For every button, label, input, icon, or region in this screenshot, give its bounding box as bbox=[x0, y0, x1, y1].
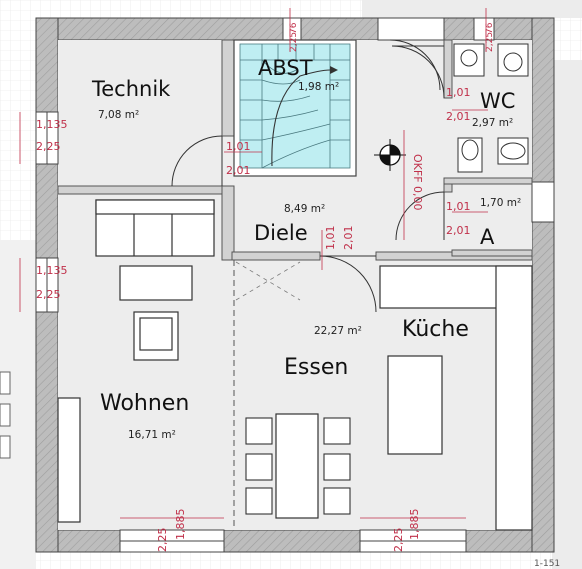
room-name-a: A bbox=[480, 225, 495, 249]
room-name-kueche: Küche bbox=[402, 317, 469, 342]
room-area-wohnen: 16,71 m² bbox=[128, 429, 176, 441]
room-area-wc: 2,97 m² bbox=[472, 117, 513, 129]
dim-door-a-bottom: 2,01 bbox=[446, 224, 471, 237]
dim-window-bottom-2-top: 1,885 bbox=[408, 509, 421, 541]
dining-chairs bbox=[245, 417, 351, 515]
outside-stone-3 bbox=[0, 435, 11, 459]
dimension-lines bbox=[19, 8, 488, 519]
room-area-essen: 22,27 m² bbox=[314, 325, 362, 337]
room-name-technik: Technik bbox=[91, 77, 171, 101]
room-area-abst: 1,98 m² bbox=[298, 81, 339, 93]
room-name-diele: Diele bbox=[254, 221, 308, 245]
coffee-table bbox=[119, 265, 193, 301]
dim-top-2-bottom: 2,25 bbox=[485, 32, 495, 52]
sofa bbox=[95, 199, 215, 257]
dim-window-bottom-1-bottom: 2,25 bbox=[156, 528, 169, 553]
room-name-wc: WC bbox=[480, 89, 515, 113]
dim-top-1-top: 76 bbox=[289, 22, 299, 34]
dim-window-left-1-bottom: 2,25 bbox=[36, 140, 61, 153]
dim-door-a-top: 1,01 bbox=[446, 200, 471, 213]
dim-door-wc-top: 1,01 bbox=[446, 86, 471, 99]
dim-window-bottom-2-bottom: 2,25 bbox=[392, 528, 405, 553]
dim-window-left-2-bottom: 2,25 bbox=[36, 288, 61, 301]
dim-window-left-2-top: 1,135 bbox=[36, 264, 68, 277]
room-area-technik: 7,08 m² bbox=[98, 109, 139, 121]
door-swings bbox=[171, 39, 445, 313]
entrance-opening bbox=[377, 17, 445, 41]
dim-window-left-1-top: 1,135 bbox=[36, 118, 68, 131]
corner-label: 1-151 bbox=[534, 559, 560, 569]
dim-door-diele-bottom: 2,01 bbox=[342, 226, 355, 251]
okff-label: OKFF 0,00 bbox=[411, 154, 424, 211]
kitchen-counter-side bbox=[495, 265, 533, 531]
room-name-wohnen: Wohnen bbox=[100, 391, 189, 416]
dim-top-2-top: 76 bbox=[485, 22, 495, 34]
outside-stone-1 bbox=[0, 371, 11, 395]
dim-window-bottom-1-top: 1,885 bbox=[174, 509, 187, 541]
wc-fixtures bbox=[453, 43, 529, 173]
room-name-essen: Essen bbox=[284, 355, 348, 380]
dim-door-wc-bottom: 2,01 bbox=[446, 110, 471, 123]
armchair bbox=[133, 311, 179, 361]
dim-door-diele-top: 1,01 bbox=[324, 226, 337, 251]
dim-door-technik-top: 1,01 bbox=[226, 140, 251, 153]
level-marker bbox=[374, 139, 406, 171]
room-name-abst: ABST bbox=[258, 56, 313, 80]
dim-top-1-bottom: 2,25 bbox=[289, 32, 299, 52]
kitchen-island bbox=[387, 355, 443, 455]
staircase bbox=[233, 39, 357, 177]
sideboard bbox=[57, 397, 81, 523]
outside-block-top bbox=[362, 0, 582, 18]
dim-door-technik-bottom: 2,01 bbox=[226, 164, 251, 177]
dining-table bbox=[275, 413, 319, 519]
interior-walls bbox=[57, 39, 533, 261]
room-area-a: 1,70 m² bbox=[480, 197, 521, 209]
windows bbox=[35, 17, 555, 553]
outside-block-right bbox=[552, 60, 582, 569]
room-area-diele: 8,49 m² bbox=[284, 203, 325, 215]
outside-stone-2 bbox=[0, 403, 11, 427]
